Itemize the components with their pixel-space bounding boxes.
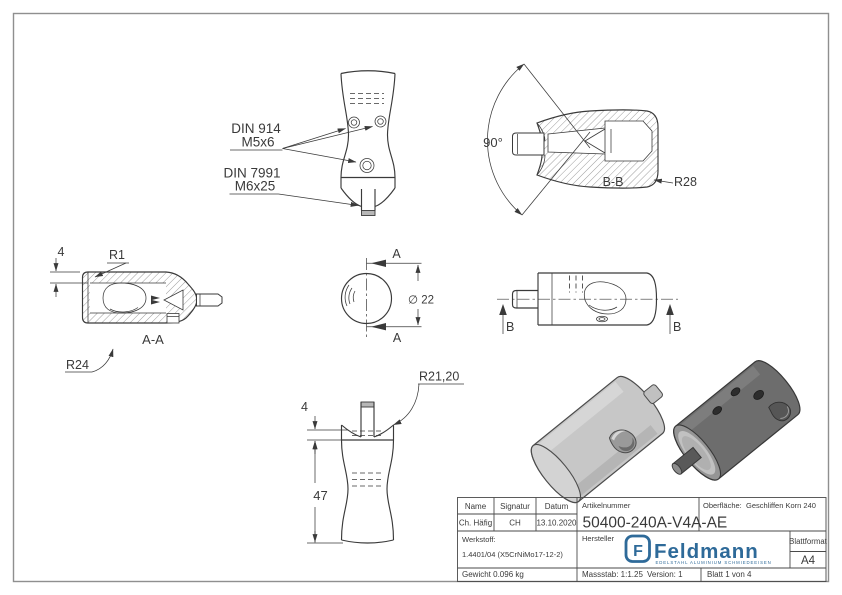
label-cut-a-bottom: A (393, 331, 402, 345)
label-cut-b-right: B (673, 320, 681, 334)
label-r2120: R21,20 (419, 370, 459, 384)
bottom-view-pin-tip (360, 401, 375, 408)
label-cut-a-top: A (392, 247, 401, 261)
leader-r28 (653, 178, 674, 184)
tb-surface-value: Geschliffen Korn 240 (746, 501, 816, 510)
label-din914: DIN 914 (231, 121, 281, 136)
render-dark (671, 360, 801, 481)
label-diameter22: ∅ 22 (408, 295, 434, 307)
label-angle-90: 90° (483, 135, 503, 150)
section-aa-set-screw (166, 313, 180, 324)
label-r28: R28 (674, 175, 697, 189)
view-front: DIN 914 M5x6 DIN 7991 M6x25 (223, 70, 396, 216)
tb-date: 13.10.2020 (536, 519, 577, 528)
render-dark-oval-cutout (768, 401, 792, 422)
side-view-pin (511, 289, 538, 309)
tb-name: Ch. Häfig (459, 519, 492, 528)
label-collar-dim: 4 (301, 400, 308, 414)
section-aa-pin (196, 293, 223, 307)
tb-weight: Gewicht 0.096 kg (462, 570, 524, 579)
view-end-circle: A A ∅ 22 (340, 247, 434, 345)
section-arrow-b-right (666, 304, 674, 315)
leader-din914-3 (282, 148, 357, 164)
tb-col-name: Name (465, 502, 487, 511)
screw-hole-middle (359, 158, 375, 173)
tb-material-value: 1.4401/04 (X5CrNiMo17-12-2) (462, 550, 563, 559)
oval-cavity (102, 282, 147, 314)
leader-r2120 (393, 383, 420, 426)
tb-format-value: A4 (801, 555, 816, 567)
label-r24: R24 (66, 358, 89, 372)
render-light-pin (643, 384, 663, 404)
label-cut-b-left: B (506, 320, 514, 334)
title-block: Name Signatur Datum Ch. Häfig CH 13.10.2… (457, 497, 828, 582)
view-bottom: R21,20 4 47 (301, 370, 464, 544)
set-screw-left (348, 116, 360, 129)
leader-din914-2 (282, 125, 373, 149)
tb-material-label: Werkstoff: (462, 535, 495, 544)
section-arrow-a-top (371, 259, 386, 267)
view-side: B B (497, 272, 681, 334)
label-section-aa: A-A (142, 332, 164, 347)
feldmann-logo-icon (624, 534, 651, 563)
tb-col-date: Datum (545, 502, 569, 511)
label-din7991-size: M6x25 (235, 179, 276, 194)
tb-article-label: Artikelnummer (582, 501, 631, 510)
section-arrow-b-left (499, 304, 507, 315)
tb-version: Version: 1 (647, 570, 683, 579)
feldmann-logo-letter: F (633, 543, 643, 560)
leader-r1 (94, 262, 127, 278)
feldmann-logo-tagline: EDELSTAHL ALUMINIUM SCHMIEDEEISEN (656, 560, 772, 565)
tb-article-number: 50400-240A-V4A-AE (583, 515, 728, 532)
label-length-dim: 47 (313, 488, 327, 503)
render-light (530, 375, 666, 504)
side-view-screw-hole (596, 315, 608, 323)
tb-surface-label: Oberfläche: (703, 501, 742, 510)
leader-din914-1 (282, 128, 346, 149)
feldmann-logo: F Feldmann EDELSTAHL ALUMINIUM SCHMIEDEE… (624, 534, 772, 565)
angle-arc-90 (487, 63, 525, 216)
tb-format-label: Blattformat (789, 537, 828, 546)
render-dark-screw-hole-3 (753, 389, 764, 400)
label-r1: R1 (109, 248, 125, 262)
leader-din7991 (278, 193, 359, 207)
label-din7991: DIN 7991 (223, 166, 280, 181)
render-dark-screw-hole-2 (730, 387, 741, 397)
view-section-bb: 90° B-B R28 (483, 63, 697, 216)
screw-tip-shading (361, 210, 376, 216)
countersink-cone (584, 128, 606, 154)
tb-col-signature: Signatur (500, 502, 530, 511)
render-light-front-face (530, 443, 581, 504)
tb-sheet: Blatt 1 von 4 (707, 570, 752, 579)
label-aa-wall-dim: 4 (58, 245, 65, 259)
feldmann-logo-name: Feldmann (654, 540, 759, 563)
tb-scale: Massstab: 1:1.25 (582, 570, 643, 579)
drawing-frame (12, 12, 830, 583)
tb-manufacturer-label: Hersteller (582, 534, 615, 543)
set-screw-right (374, 115, 387, 128)
side-view-oval-cutout (583, 281, 627, 315)
leader-r24 (91, 348, 114, 373)
render-dark-screw-hole-1 (712, 406, 722, 415)
label-section-bb: B-B (603, 175, 624, 189)
section-arrow-a-bottom (371, 323, 386, 331)
label-din914-size: M5x6 (241, 135, 274, 150)
tb-signature: CH (509, 519, 521, 528)
section-aa-cone (163, 289, 184, 311)
view-section-aa: 4 R1 R24 A-A (50, 245, 223, 373)
